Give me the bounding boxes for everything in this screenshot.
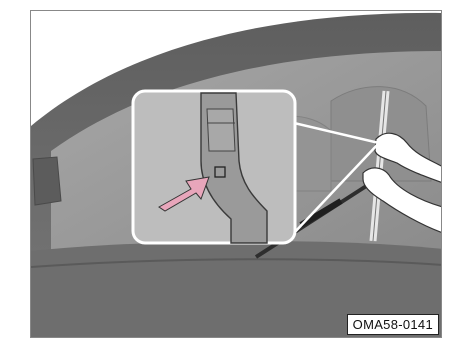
detail-callout (133, 91, 295, 243)
release-tab (215, 167, 225, 177)
figure-code-label: OMA58-0141 (347, 314, 439, 335)
figure-frame: OMA58-0141 (30, 10, 442, 338)
side-mirror (33, 157, 61, 205)
wiper-illustration (31, 11, 442, 338)
